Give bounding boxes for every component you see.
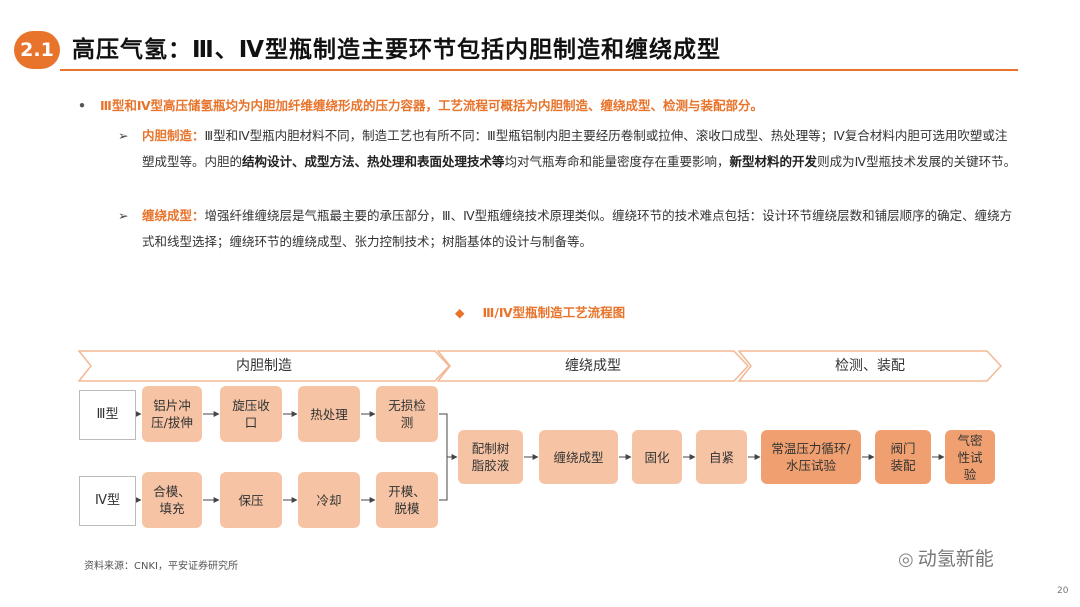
- point-bold: 新型材料的开发: [729, 154, 818, 169]
- page-title: 高压气氢：Ⅲ、Ⅳ型瓶制造主要环节包括内胆制造和缠绕成型: [72, 37, 722, 63]
- step-pressure-hold: 保压: [220, 472, 282, 528]
- arrow-bullet-icon: ➢: [118, 208, 129, 223]
- step-valve-assembly: 阀门装配: [875, 430, 931, 484]
- step-cooling: 冷却: [298, 472, 360, 528]
- stage-testing: 检测、装配: [738, 350, 1002, 382]
- diagram-title-text: Ⅲ/Ⅳ型瓶制造工艺流程图: [482, 305, 626, 320]
- summary-bullet: • Ⅲ型和Ⅳ型高压储氢瓶均为内胆加纤维缠绕形成的压力容器，工艺流程可概括为内胆制造…: [78, 96, 1038, 116]
- bullet-dot: •: [78, 98, 86, 113]
- stage-label: 缠绕成型: [565, 358, 621, 374]
- stage-label: 内胆制造: [236, 358, 292, 374]
- step-label: 固化: [644, 449, 670, 465]
- title-divider: [60, 69, 1018, 71]
- step-label: 无损检测: [388, 398, 426, 430]
- step-curing: 固化: [632, 430, 682, 484]
- step-label: 气密性试验: [957, 432, 983, 482]
- step-label: 热处理: [310, 406, 348, 422]
- source-note: 资料来源：CNKI，平安证券研究所: [84, 561, 238, 572]
- step-label: 开模、脱模: [388, 484, 426, 516]
- diagram-title: ◆ Ⅲ/Ⅳ型瓶制造工艺流程图: [0, 302, 1080, 321]
- point-label: 缠绕成型：: [142, 208, 205, 223]
- step-label: 配制树脂胶液: [471, 441, 510, 473]
- page-number: 20: [1057, 586, 1069, 596]
- wechat-icon: ◎: [898, 549, 914, 570]
- point-text: 均对气瓶寿命和能量密度存在重要影响，: [504, 154, 730, 169]
- step-autofrettage: 自紧: [696, 430, 747, 484]
- summary-text: Ⅲ型和Ⅳ型高压储氢瓶均为内胆加纤维缠绕形成的压力容器，工艺流程可概括为内胆制造、…: [100, 98, 764, 113]
- chevron-shape: [78, 350, 450, 382]
- step-winding: 缠绕成型: [539, 430, 618, 484]
- stage-winding: 缠绕成型: [437, 350, 749, 382]
- step-stamping: 铝片冲压/拔伸: [142, 386, 202, 442]
- step-label: 铝片冲压/拔伸: [151, 398, 193, 430]
- step-label: 自紧: [708, 449, 734, 465]
- step-pressure-cycle-test: 常温压力循环/水压试验: [761, 430, 861, 484]
- step-ndt: 无损检测: [376, 386, 438, 442]
- point-text: 则成为Ⅳ型瓶技术发展的关键环节。: [817, 154, 1017, 169]
- step-label: 缠绕成型: [553, 449, 604, 465]
- chevron-shape: [738, 350, 1002, 382]
- watermark: ◎动氢新能: [898, 544, 994, 571]
- point-text: 增强纤维缠绕层是气瓶最主要的承压部分，Ⅲ、Ⅳ型瓶缠绕技术原理类似。缠绕环节的技术…: [142, 208, 1013, 249]
- point-bold: 结构设计、成型方法、热处理和表面处理技术等: [242, 154, 505, 169]
- point-text: Ⅲ型和Ⅳ型瓶内胆材料不同，制造工艺也有所不同：Ⅲ型瓶铝制内胆主要经历卷制或拉伸、…: [142, 128, 1008, 169]
- step-label: 冷却: [316, 492, 342, 508]
- diamond-icon: ◆: [454, 305, 465, 320]
- step-label: 旋压收口: [232, 398, 270, 430]
- step-label: 常温压力循环/水压试验: [771, 441, 851, 473]
- point-liner: ➢ 内胆制造：Ⅲ型和Ⅳ型瓶内胆材料不同，制造工艺也有所不同：Ⅲ型瓶铝制内胆主要经…: [118, 123, 1018, 175]
- point-label: 内胆制造：: [142, 128, 205, 143]
- step-spinning: 旋压收口: [220, 386, 282, 442]
- arrow-bullet-icon: ➢: [118, 128, 129, 143]
- type-iv-label: Ⅳ型: [79, 476, 136, 526]
- stage-label: 检测、装配: [835, 358, 905, 374]
- chevron-shape: [437, 350, 749, 382]
- step-resin-prep: 配制树脂胶液: [458, 430, 523, 484]
- type-iii-label: Ⅲ型: [79, 390, 136, 440]
- point-winding: ➢ 缠绕成型：增强纤维缠绕层是气瓶最主要的承压部分，Ⅲ、Ⅳ型瓶缠绕技术原理类似。…: [118, 203, 1018, 255]
- step-label: 保压: [238, 492, 264, 508]
- step-heat-treatment: 热处理: [298, 386, 360, 442]
- watermark-text: 动氢新能: [917, 548, 994, 570]
- section-badge: 2.1: [14, 31, 60, 69]
- step-mold-fill: 合模、填充: [142, 472, 202, 528]
- step-leak-test: 气密性试验: [945, 430, 995, 484]
- step-demold: 开模、脱模: [376, 472, 438, 528]
- step-label: 合模、填充: [153, 484, 191, 516]
- step-label: 阀门装配: [890, 441, 916, 473]
- stage-liner: 内胆制造: [78, 350, 450, 382]
